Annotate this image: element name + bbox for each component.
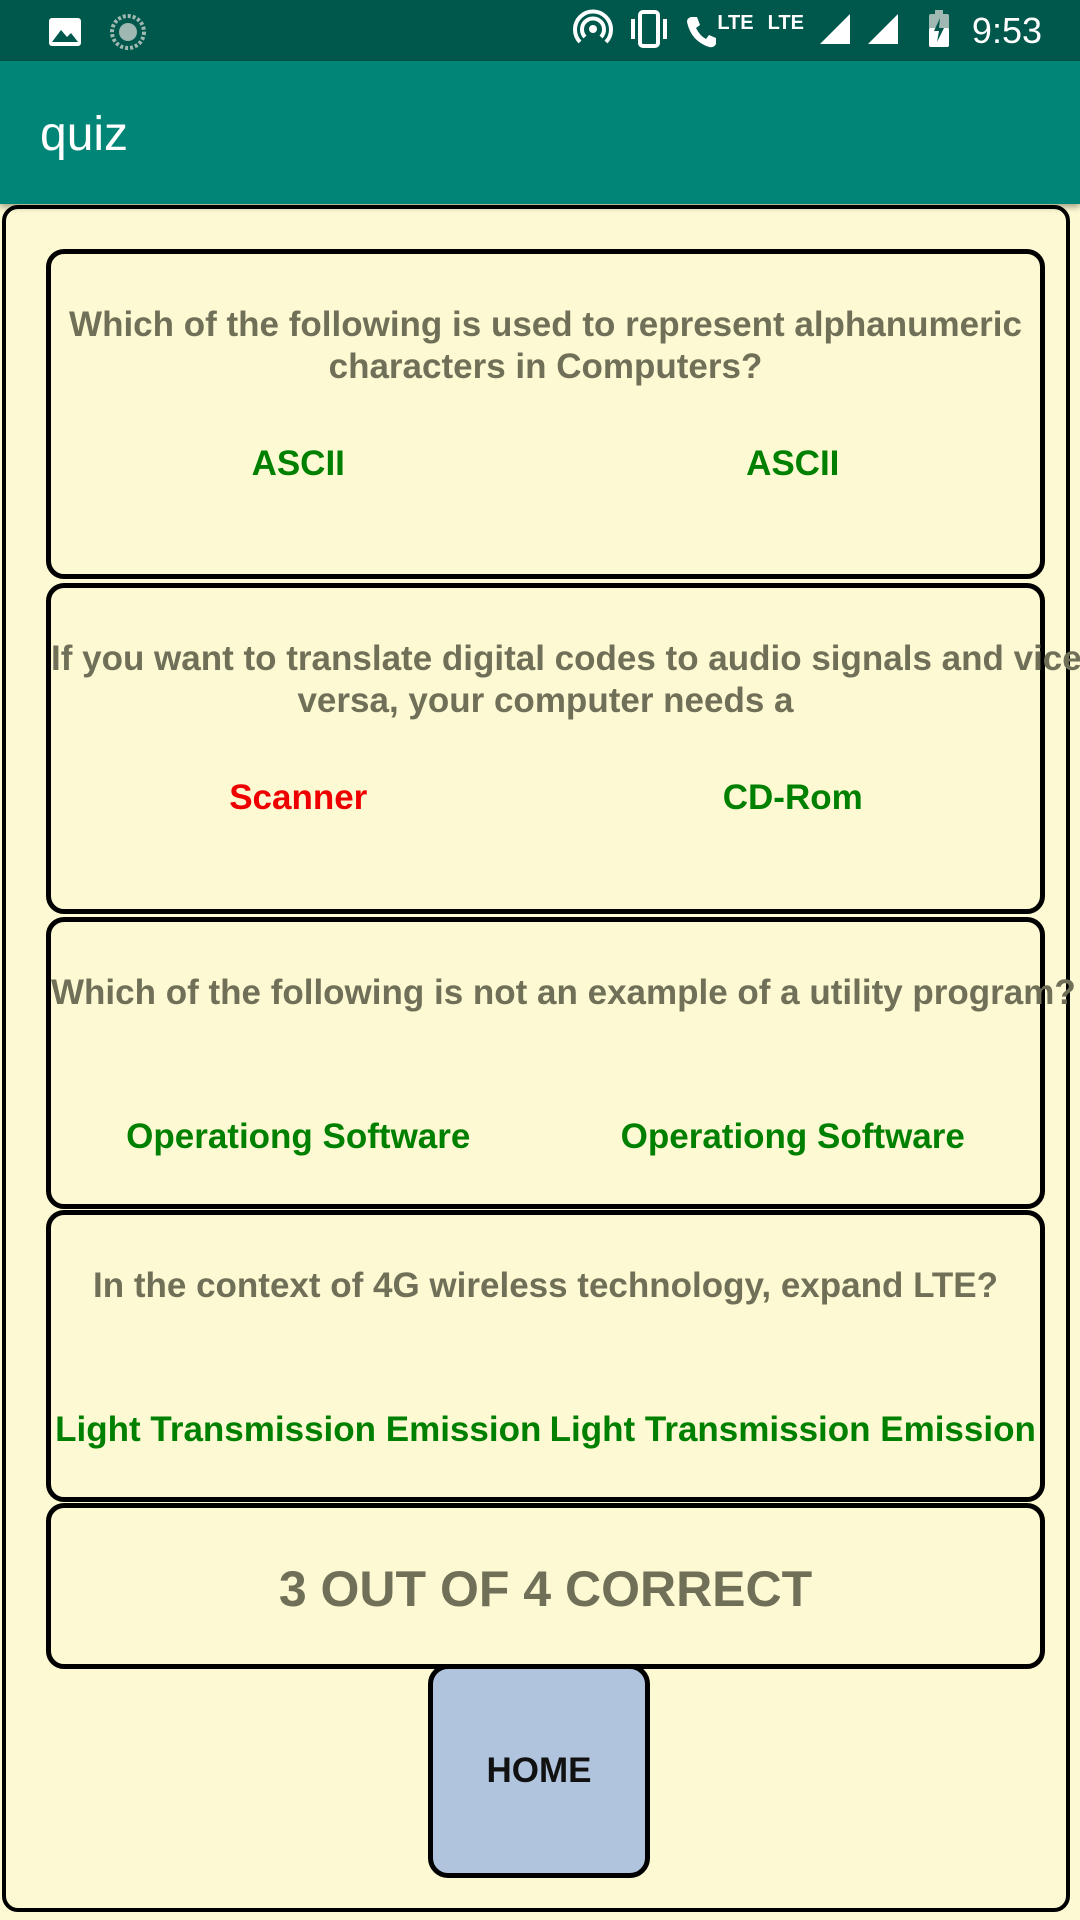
your-answer: ASCII: [251, 444, 345, 483]
correct-answer: ASCII: [746, 444, 840, 483]
question-line: versa, your computer needs a: [297, 681, 794, 720]
signal-icon: [818, 12, 852, 51]
lte-label: LTE: [767, 11, 804, 34]
correct-answer: Light Transmission Emission: [549, 1410, 1036, 1449]
question-text: In the context of 4G wireless technology…: [51, 1265, 1040, 1307]
question-line: Which of the following is used to repres…: [69, 305, 1022, 344]
your-answer: Scanner: [229, 778, 368, 817]
correct-answer: Operationg Software: [620, 1117, 965, 1156]
signal-icon: [866, 12, 900, 51]
lte-label: LTE: [717, 11, 754, 34]
question-text: Which of the following is used to repres…: [51, 304, 1040, 388]
question-line: In the context of 4G wireless technology…: [93, 1266, 998, 1305]
status-bar-left: [48, 14, 146, 55]
vibrate-icon: [627, 9, 671, 54]
sync-icon: [110, 14, 146, 55]
question-text: If you want to translate digital codes t…: [51, 638, 1080, 722]
home-button[interactable]: HOME: [428, 1664, 650, 1878]
question-card: In the context of 4G wireless technology…: [46, 1210, 1045, 1502]
image-icon: [48, 17, 82, 52]
score-card: 3 OUT OF 4 CORRECT: [46, 1503, 1045, 1669]
status-bar-right: LTE LTE 9:53: [573, 8, 1042, 54]
question-card: Which of the following is used to repres…: [46, 249, 1045, 579]
hotspot-icon: [573, 9, 614, 54]
phone-lte-icon: LTE: [685, 11, 754, 49]
score-text: 3 OUT OF 4 CORRECT: [278, 1561, 813, 1617]
status-bar: LTE LTE 9:53: [0, 0, 1080, 61]
question-line: Which of the following is not an example…: [51, 973, 1076, 1012]
status-time: 9:53: [971, 10, 1042, 51]
app-bar: quiz: [0, 61, 1080, 204]
battery-charging-icon: [928, 9, 950, 53]
question-line: characters in Computers?: [328, 347, 763, 386]
question-line: If you want to translate digital codes t…: [51, 639, 1080, 678]
correct-answer: CD-Rom: [722, 778, 863, 817]
your-answer: Operationg Software: [126, 1117, 471, 1156]
question-card: If you want to translate digital codes t…: [46, 583, 1080, 914]
quiz-results-frame: Which of the following is used to repres…: [2, 205, 1080, 1912]
app-title: quiz: [40, 108, 129, 161]
question-card: Which of the following is not an example…: [46, 917, 1076, 1209]
question-text: Which of the following is not an example…: [51, 972, 1076, 1014]
your-answer: Light Transmission Emission: [55, 1410, 542, 1449]
